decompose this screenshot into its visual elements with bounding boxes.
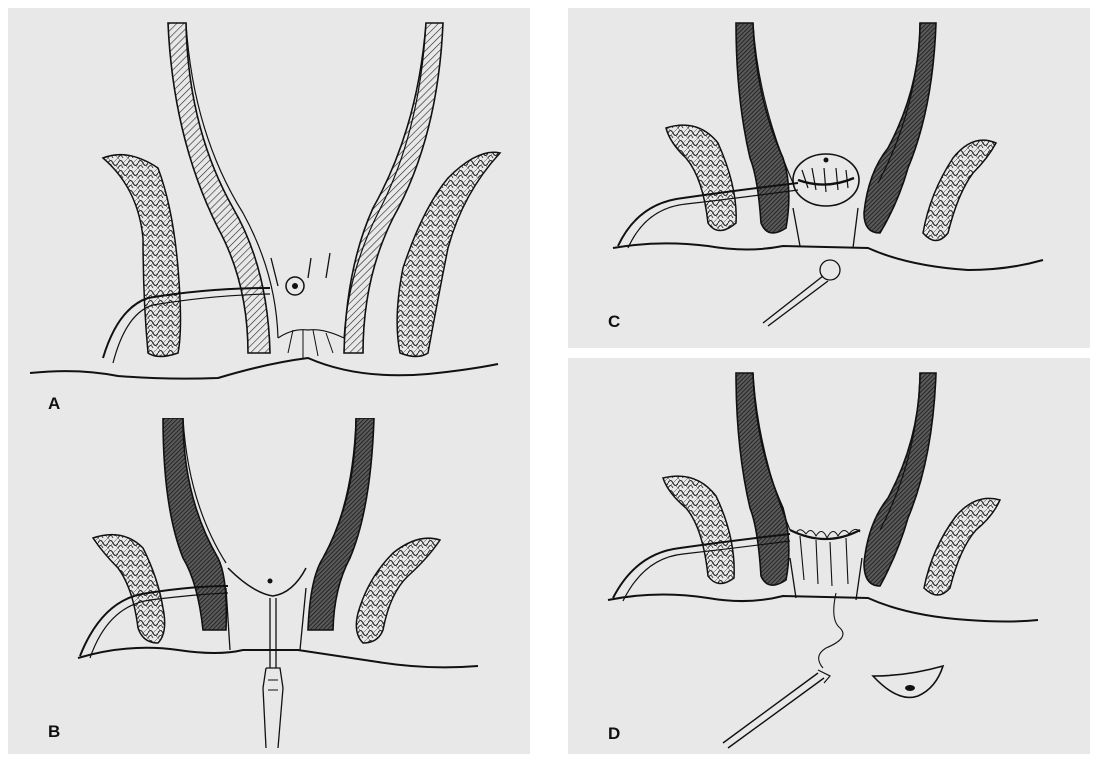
right-sphincter-muscle <box>356 538 440 643</box>
left-rectal-wall <box>168 23 270 353</box>
panel-label-c: C <box>608 312 620 332</box>
right-rectal-wall <box>864 373 936 586</box>
panel-label-b: B <box>48 722 60 742</box>
panel-a: A <box>8 8 530 418</box>
left-rectal-wall <box>736 23 789 233</box>
left-sphincter-muscle <box>103 155 181 357</box>
right-sphincter-muscle <box>924 498 1000 595</box>
panel-d: D <box>568 358 1090 754</box>
panel-c-illustration <box>568 8 1090 348</box>
suture-thread <box>819 593 843 668</box>
skin-line <box>608 594 1038 621</box>
right-rectal-wall <box>864 23 936 233</box>
left-rectal-wall <box>163 418 226 630</box>
panel-a-illustration <box>8 8 530 418</box>
left-rectal-wall <box>736 373 789 585</box>
mucosal-flap <box>228 568 306 596</box>
left-sphincter-muscle <box>663 476 734 583</box>
skin-line <box>78 648 478 668</box>
panel-c: C <box>568 8 1090 348</box>
left-sphincter-muscle <box>93 535 165 643</box>
skin-line <box>30 358 498 379</box>
right-sphincter-muscle <box>923 140 996 240</box>
excised-tissue <box>873 666 943 697</box>
skin-line <box>613 243 1043 270</box>
panel-b: B <box>8 418 530 754</box>
instrument <box>763 276 828 326</box>
instrument <box>270 598 276 668</box>
left-sphincter-muscle <box>666 125 736 230</box>
instrument <box>723 673 824 748</box>
panel-label-a: A <box>48 394 60 414</box>
right-sphincter-muscle <box>397 152 500 356</box>
panel-label-d: D <box>608 724 620 744</box>
panel-d-illustration <box>568 358 1090 754</box>
panel-b-illustration <box>8 418 530 754</box>
